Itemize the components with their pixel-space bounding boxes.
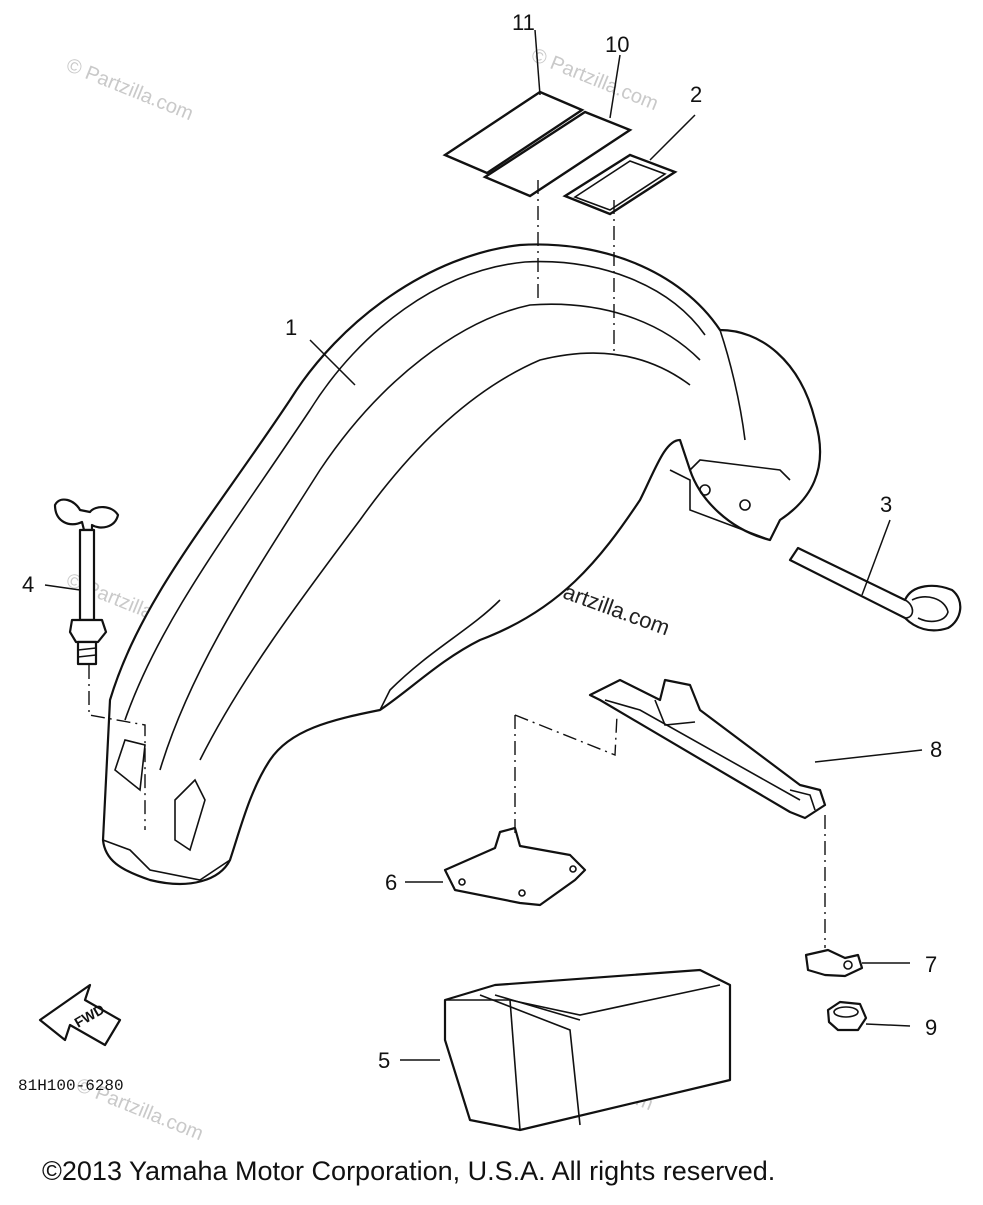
callout-7: 7 (925, 952, 937, 977)
leader-8 (814, 749, 923, 763)
callout-10: 10 (605, 32, 629, 57)
callout-4: 4 (22, 572, 34, 597)
fwd-arrow-icon: FWD (38, 983, 122, 1047)
part-3-pin (788, 546, 962, 632)
copyright-notice: ©2013 Yamaha Motor Corporation, U.S.A. A… (42, 1156, 775, 1186)
part-2-decal (562, 153, 678, 216)
callout-1: 1 (285, 315, 297, 340)
part-4-wing-bolt (53, 498, 120, 666)
callout-8: 8 (930, 737, 942, 762)
part-7-clip (804, 948, 864, 978)
part-1-rear-fender (101, 243, 822, 885)
part-6-bracket (443, 826, 587, 907)
callout-2: 2 (690, 82, 702, 107)
callout-6: 6 (385, 870, 397, 895)
part-11-decal (442, 90, 585, 175)
part-9-nut (826, 1000, 868, 1032)
callout-3: 3 (880, 492, 892, 517)
leader-4 (44, 584, 81, 591)
diagram-code: 81H100-6280 (18, 1077, 124, 1095)
part-5-box (443, 968, 732, 1132)
watermark-faint-1: © Partzilla.com (63, 54, 196, 125)
part-10-decal (482, 110, 633, 198)
leader-3 (861, 519, 891, 596)
callout-9: 9 (925, 1015, 937, 1040)
align-line-bolt (88, 665, 146, 830)
leader-10 (609, 54, 621, 119)
callout-5: 5 (378, 1048, 390, 1073)
callout-11: 11 (512, 10, 535, 35)
leader-11 (534, 29, 541, 96)
leader-2 (649, 114, 696, 161)
align-line-bracket (514, 714, 618, 835)
part-8-strap (588, 678, 827, 820)
leader-1 (309, 339, 356, 386)
leader-9 (865, 1023, 911, 1027)
